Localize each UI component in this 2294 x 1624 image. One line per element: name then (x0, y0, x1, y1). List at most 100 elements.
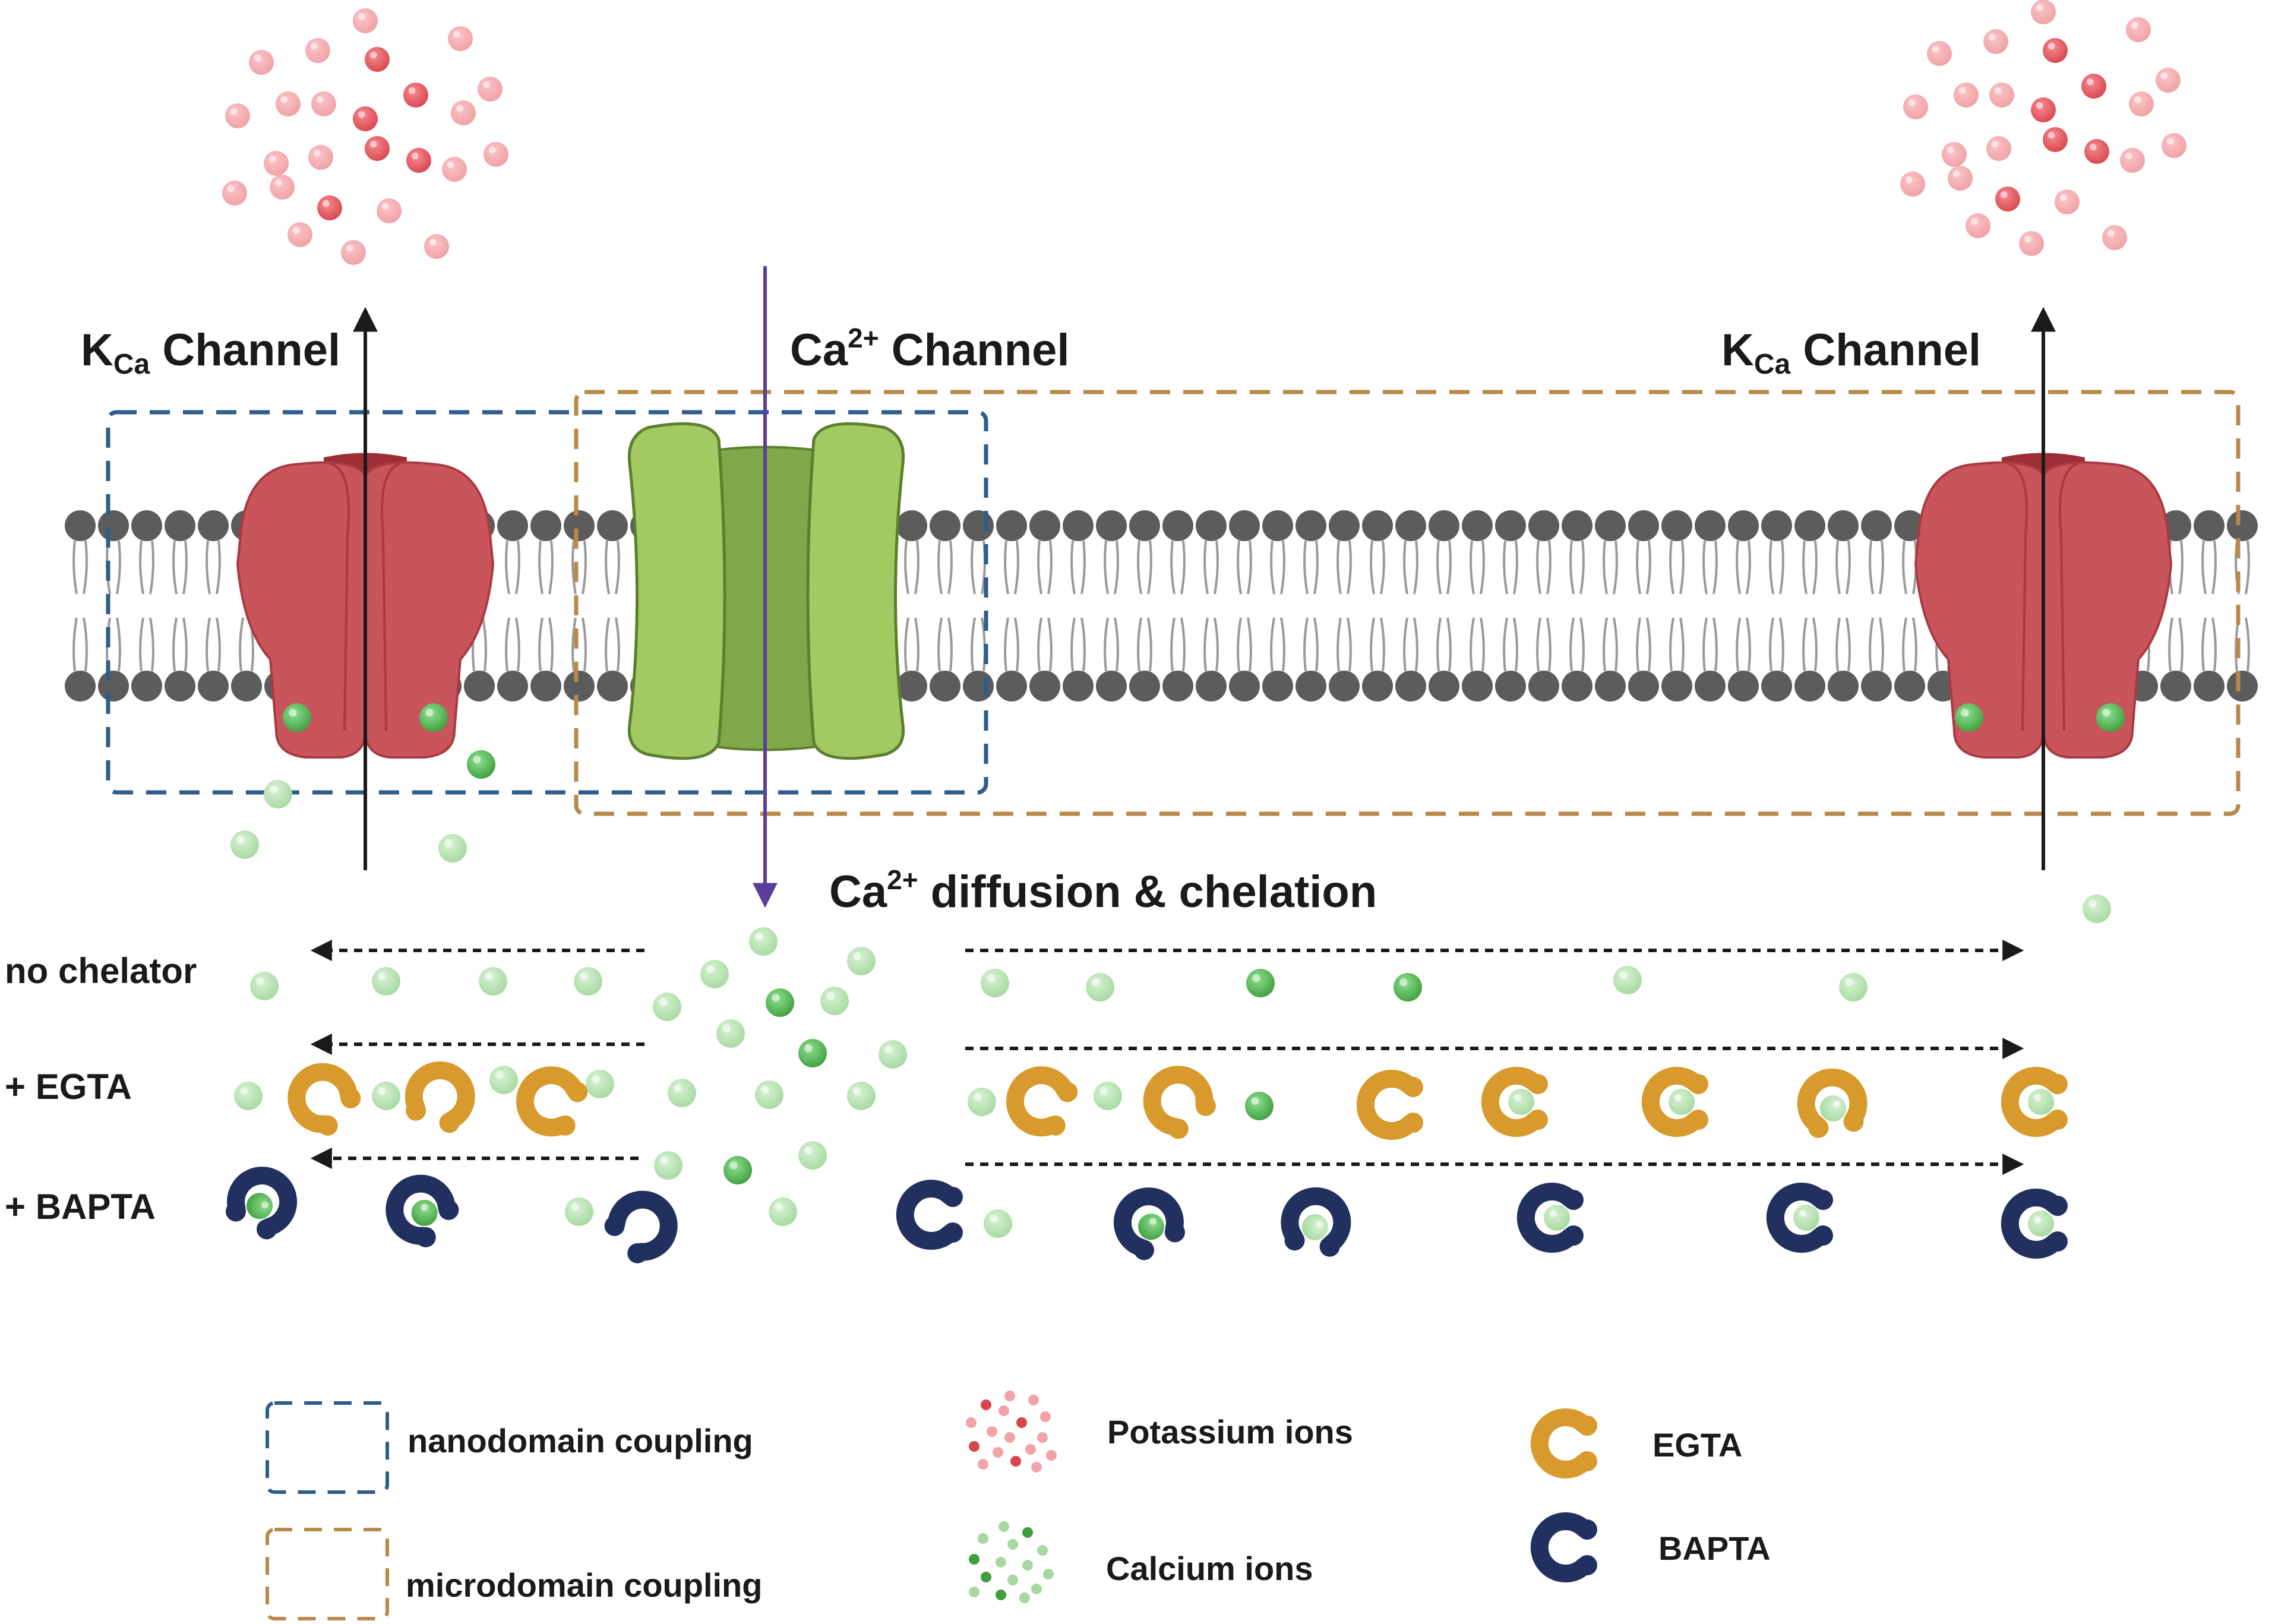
calcium-ion (1022, 1527, 1033, 1538)
potassium-ion (2126, 17, 2151, 42)
lipid-head (1229, 510, 1260, 541)
lipid-head (1096, 510, 1127, 541)
ca-channel (627, 422, 905, 760)
ca-channel-label: Ca2+ Channel (790, 323, 1070, 375)
calcium-ion (1246, 969, 1275, 997)
lipid-head (1861, 671, 1892, 702)
potassium-ion (1031, 1462, 1042, 1473)
calcium-ion (749, 927, 778, 956)
lipid-head (1828, 671, 1859, 702)
calcium-ion (1019, 1593, 1030, 1603)
lipid-head (1761, 510, 1792, 541)
calcium-ion (969, 1554, 979, 1565)
potassium-ion (1016, 1417, 1027, 1428)
bapta-molecule (1516, 1183, 1584, 1253)
calcium-ion (984, 1209, 1012, 1238)
calcium-ion (969, 1587, 979, 1597)
lipid-head (1462, 510, 1493, 541)
potassium-ion (2102, 225, 2127, 250)
potassium-ion (978, 1459, 988, 1470)
egta-icon (1530, 1408, 1597, 1478)
lipid-head (1728, 510, 1759, 541)
potassium-ion (478, 77, 503, 102)
lipid-head (198, 671, 229, 702)
calcium-ion (230, 830, 259, 859)
lipid-head (1695, 671, 1726, 702)
calcium-ion (1031, 1584, 1042, 1594)
calcium-ion (716, 1019, 745, 1048)
calcium-ion (479, 967, 507, 996)
calcium-ions-near-membrane (230, 703, 2125, 923)
legend-egta-label: EGTA (1652, 1426, 1742, 1464)
bapta-molecule (1281, 1187, 1351, 1257)
kca-channel-right (1914, 453, 2173, 759)
calcium-ion (978, 1533, 988, 1544)
egta-molecule (405, 1061, 475, 1133)
potassium-ion (2043, 127, 2068, 152)
lipid-head (1528, 671, 1559, 702)
lipid-head (1628, 510, 1659, 541)
potassium-ion (353, 8, 378, 33)
lipid-head (1628, 671, 1659, 702)
calcium-ion (981, 1572, 991, 1582)
lipid-head (597, 510, 628, 541)
potassium-ion (225, 103, 250, 128)
legend-nanodomain-label: nanodomain coupling (407, 1422, 753, 1459)
potassium-ion (2031, 0, 2056, 24)
lipid-head (1196, 510, 1227, 541)
lipid-head (1029, 510, 1060, 541)
lipid-head (1362, 671, 1393, 702)
potassium-ion (287, 222, 312, 247)
row-label-egta: + EGTA (5, 1067, 132, 1107)
lipid-head (165, 510, 195, 541)
potassium-ion (448, 26, 473, 51)
potassium-ion (317, 195, 342, 220)
calcium-ion (723, 1156, 752, 1184)
potassium-ion (353, 106, 378, 131)
lipid-head (597, 671, 628, 702)
lipid-head (65, 671, 96, 702)
row-label-no-chelator: no chelator (5, 951, 197, 991)
lipid-head (1029, 671, 1060, 702)
lipid-head (2194, 510, 2225, 541)
lipid-head (930, 671, 960, 702)
lipid-head (1595, 671, 1626, 702)
bapta-molecule (604, 1190, 678, 1263)
lipid-head (497, 671, 528, 702)
potassium-ion (1037, 1432, 1048, 1443)
lipid-head (1395, 510, 1426, 541)
legend: nanodomain coupling microdomain coupling… (266, 1391, 1771, 1620)
potassium-ion (341, 240, 366, 265)
calcium-ion (489, 1066, 518, 1094)
lipid-head (1295, 671, 1326, 702)
potassium-ion-cluster-right (1900, 0, 2186, 256)
calcium-ion (467, 750, 495, 779)
potassium-ion (1004, 1391, 1015, 1401)
legend-microdomain-label: microdomain coupling (406, 1566, 762, 1604)
egta-molecule (1143, 1066, 1216, 1139)
lipid-head (963, 671, 994, 702)
lipid-head (1728, 671, 1759, 702)
calcium-ion (755, 1080, 783, 1109)
egta-molecule (287, 1063, 361, 1136)
potassium-ion (981, 1399, 991, 1410)
legend-egta-icon (1530, 1408, 1597, 1478)
potassium-ion (308, 145, 333, 170)
potassium-ion (1903, 94, 1928, 119)
lipid-head (996, 671, 1027, 702)
lipid-head (1196, 671, 1227, 702)
potassium-ion (1966, 213, 1990, 238)
lipid-head (1695, 510, 1726, 541)
calcium-ion (700, 960, 729, 988)
bapta-molecule (1113, 1187, 1185, 1260)
calcium-ion (847, 1082, 876, 1110)
lipid-head (2227, 510, 2258, 541)
lipid-head (1395, 671, 1426, 702)
potassium-ion (1954, 83, 1979, 108)
lipid-head (1828, 510, 1859, 541)
lipid-head (65, 510, 96, 541)
calcium-ion (1007, 1575, 1018, 1585)
bapta-icon (1530, 1512, 1597, 1582)
lipid-head (2227, 671, 2258, 702)
legend-bapta-label: BAPTA (1658, 1530, 1771, 1567)
